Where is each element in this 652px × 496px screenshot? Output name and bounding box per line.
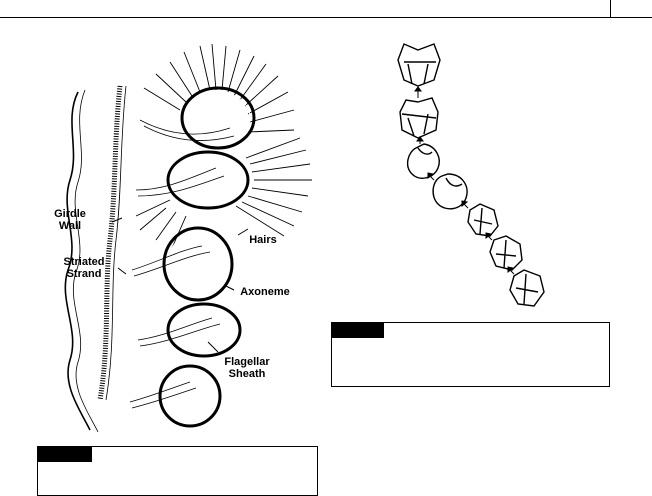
flagellum-loop (166, 150, 250, 210)
flagellum-loop (162, 226, 234, 302)
girdle-wall-edge (64, 91, 91, 431)
flagellum-loop (180, 86, 256, 150)
cell-shape (432, 173, 468, 210)
label-girdle-wall: Girdle Wall (54, 208, 86, 232)
caption-box-right (331, 322, 610, 387)
label-axoneme: Axoneme (240, 286, 290, 298)
label-hairs: Hairs (249, 234, 277, 246)
caption-label-tab (332, 323, 384, 338)
caption-label-tab (38, 447, 92, 462)
striated-strand (97, 85, 123, 401)
caption-box-left (37, 446, 318, 496)
girdle-wall-edge-2 (72, 89, 99, 433)
cell-shape (467, 203, 499, 237)
flagellum-illustration (64, 43, 312, 433)
label-flagellar-sheath: Flagellar Sheath (224, 356, 270, 380)
cell-shape (397, 43, 441, 87)
cell-sequence-illustration (397, 43, 545, 307)
cell-shape (509, 269, 545, 307)
hairs (135, 43, 312, 249)
flagellum-loop (166, 302, 242, 358)
flagellum-loop (158, 364, 222, 428)
cell-shape (399, 97, 439, 139)
header-rule (0, 17, 652, 18)
cell-shape (406, 143, 440, 179)
label-striated-strand: Striated Strand (63, 256, 105, 280)
header-tick (610, 0, 611, 17)
